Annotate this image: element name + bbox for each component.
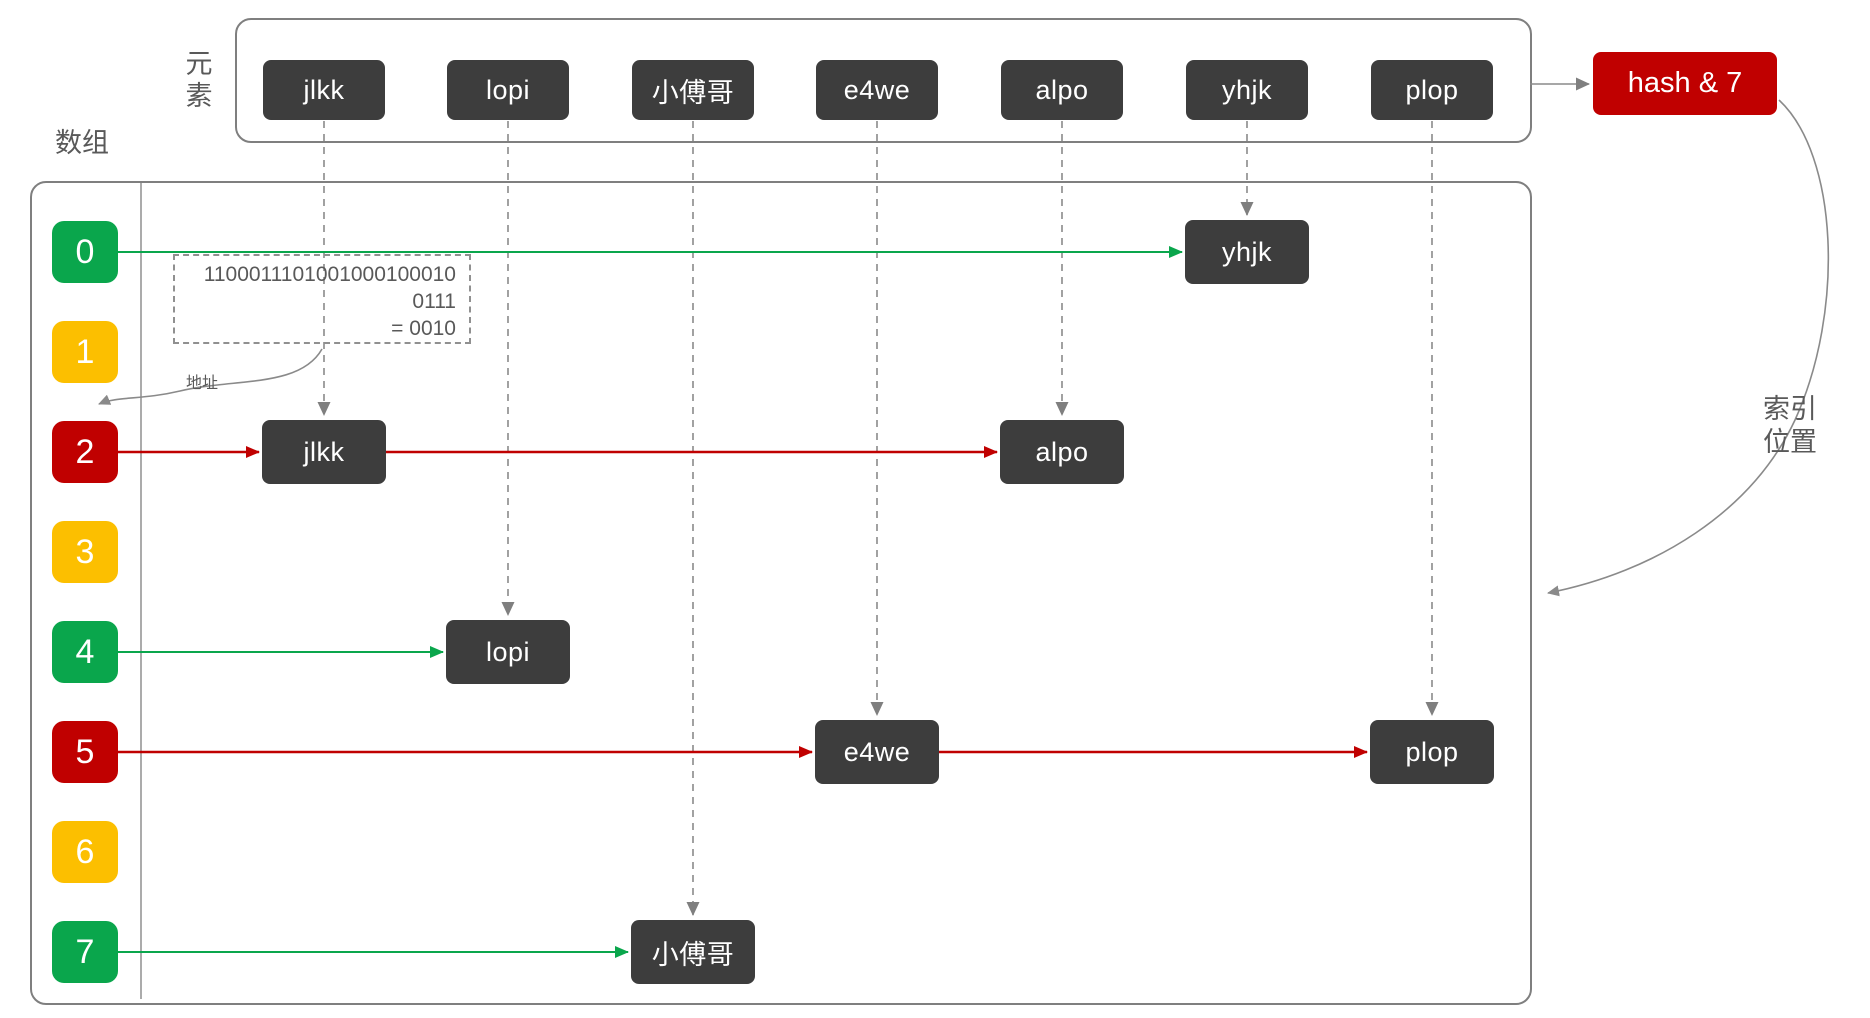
placed-plop: plop <box>1370 720 1494 784</box>
index-slot-1: 1 <box>52 321 118 383</box>
hash-function-box: hash & 7 <box>1593 52 1777 115</box>
index-position-line1: 索引 <box>1763 394 1817 424</box>
index-slot-4: 4 <box>52 621 118 683</box>
index-slot-6: 6 <box>52 821 118 883</box>
calc-binary-line: 1100011101001000100010 <box>203 263 456 286</box>
element-yhjk: yhjk <box>1186 60 1308 120</box>
placed-xiaofuge: 小傅哥 <box>631 920 755 984</box>
placed-lopi: lopi <box>446 620 570 684</box>
array-container <box>30 181 1532 1005</box>
index-slot-7: 7 <box>52 921 118 983</box>
index-slot-2: 2 <box>52 421 118 483</box>
index-position-line2: 位置 <box>1763 427 1817 457</box>
index-slot-0: 0 <box>52 221 118 283</box>
placed-yhjk: yhjk <box>1185 220 1309 284</box>
placed-e4we: e4we <box>815 720 939 784</box>
placed-jlkk: jlkk <box>262 420 386 484</box>
placed-alpo: alpo <box>1000 420 1124 484</box>
index-position-label: 索引 位置 <box>1752 393 1828 459</box>
array-label: 数组 <box>55 128 109 158</box>
element-plop: plop <box>1371 60 1493 120</box>
address-label: 地址 <box>186 375 219 392</box>
elements-row-label: 元素 <box>185 49 213 111</box>
element-jlkk: jlkk <box>263 60 385 120</box>
elements-container <box>235 18 1532 143</box>
index-slot-5: 5 <box>52 721 118 783</box>
element-e4we: e4we <box>816 60 938 120</box>
element-lopi: lopi <box>447 60 569 120</box>
calc-mask-line: 0111 <box>412 290 456 313</box>
index-slot-3: 3 <box>52 521 118 583</box>
element-alpo: alpo <box>1001 60 1123 120</box>
element-xiaofuge: 小傅哥 <box>632 60 754 120</box>
calc-result-line: = 0010 <box>391 317 456 340</box>
hash-calc-box: 1100011101001000100010 0111 = 0010 <box>173 254 471 344</box>
